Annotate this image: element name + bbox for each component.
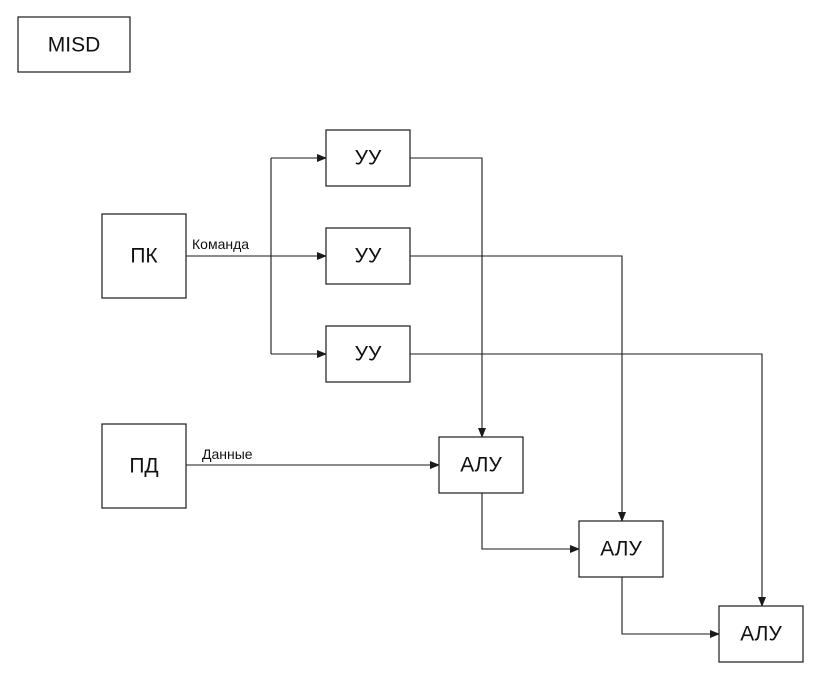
edge-uu2-alu2 (410, 255, 626, 522)
title-label: MISD (48, 34, 101, 57)
node-uu-3: УУ (325, 325, 411, 383)
node-alu-2: АЛУ (578, 520, 664, 578)
node-pk: ПК (101, 213, 187, 299)
node-pd: ПД (101, 423, 187, 509)
node-alu-3: АЛУ (718, 605, 804, 663)
edge-alu1-alu2 (481, 493, 580, 553)
node-alu-1: АЛУ (438, 436, 524, 494)
edge-label-data: Данные (202, 446, 253, 462)
node-uu-2: УУ (325, 227, 411, 285)
edges: Команда Данные (186, 154, 766, 638)
edge-alu2-alu3 (621, 577, 720, 638)
node-pk-label: ПК (130, 245, 158, 268)
title-box: MISD (17, 16, 131, 73)
node-pd-label: ПД (129, 455, 158, 478)
node-uu-1: УУ (325, 129, 411, 187)
node-alu-3-label: АЛУ (740, 623, 782, 646)
node-alu-2-label: АЛУ (600, 538, 642, 561)
node-uu-1-label: УУ (355, 147, 382, 170)
edge-label-command: Команда (192, 236, 249, 252)
edge-uu3-alu3 (410, 353, 766, 607)
node-uu-3-label: УУ (355, 343, 382, 366)
edge-uu1-alu1 (410, 157, 486, 438)
node-alu-1-label: АЛУ (460, 454, 502, 477)
node-uu-2-label: УУ (355, 245, 382, 268)
